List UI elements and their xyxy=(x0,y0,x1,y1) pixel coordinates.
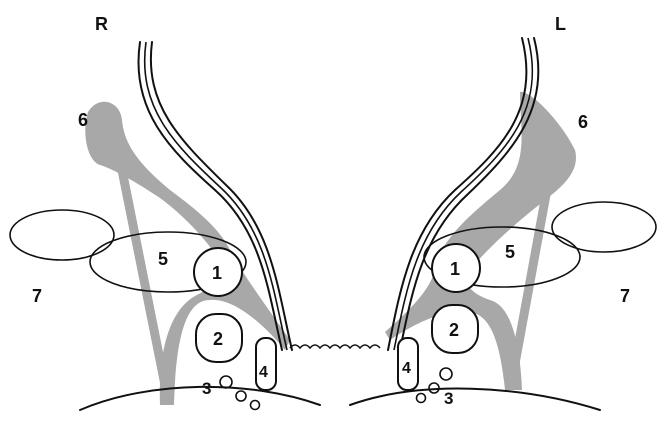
side-label-l: L xyxy=(555,14,566,34)
side-label-r: R xyxy=(95,14,108,34)
left-small-circle-b xyxy=(429,383,439,393)
label-2-right: 2 xyxy=(213,329,223,349)
label-2-left: 2 xyxy=(449,320,459,340)
base-contour-right xyxy=(350,389,600,410)
left-small-circle-a xyxy=(440,368,452,380)
label-6-left: 6 xyxy=(578,112,588,132)
label-4-left: 4 xyxy=(402,360,411,377)
label-3-right: 3 xyxy=(202,379,211,398)
label-7-left: 7 xyxy=(620,286,630,306)
left-side-structure xyxy=(385,38,656,403)
label-7-right: 7 xyxy=(32,286,42,306)
label-4-right: 4 xyxy=(259,364,268,381)
label-1-right: 1 xyxy=(212,263,222,283)
left-small-circle-c xyxy=(417,394,426,403)
label-5-left: 5 xyxy=(505,242,515,262)
right-side-structure xyxy=(10,42,292,410)
label-6-right: 6 xyxy=(78,110,88,130)
right-small-circle-c xyxy=(251,401,260,410)
wavy-midline xyxy=(290,345,380,348)
right-small-ellipse xyxy=(10,210,114,260)
label-1-left: 1 xyxy=(450,259,460,279)
left-small-ellipse xyxy=(552,202,656,252)
base-contour xyxy=(80,387,320,410)
right-small-circle-b xyxy=(236,391,246,401)
label-5-right: 5 xyxy=(158,249,168,269)
label-3-left: 3 xyxy=(444,389,453,408)
